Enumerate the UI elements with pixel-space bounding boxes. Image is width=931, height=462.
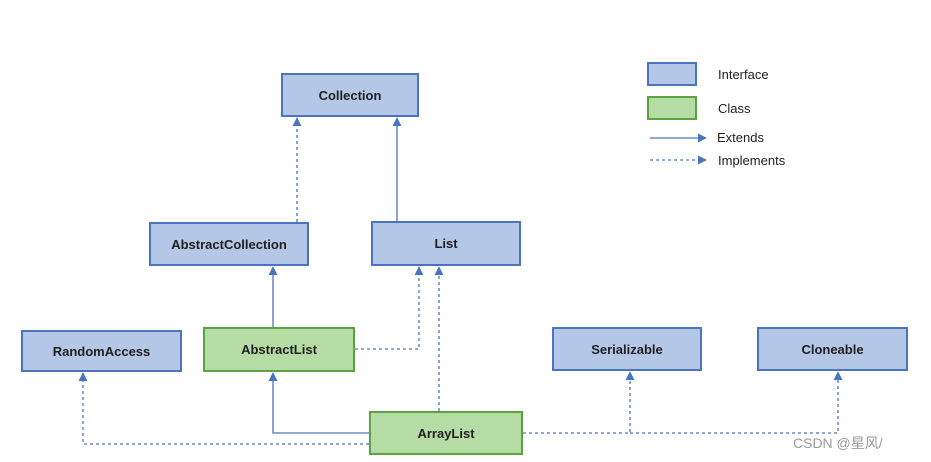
node-cloneable-label: Cloneable	[801, 341, 864, 357]
node-collection: Collection	[281, 73, 419, 117]
legend-extends-label: Extends	[717, 130, 764, 145]
edge-arraylist-serializable	[523, 371, 635, 434]
node-abstract-collection: AbstractCollection	[149, 222, 309, 266]
legend-interface-swatch	[647, 62, 697, 86]
node-serializable: Serializable	[552, 327, 702, 371]
edge-arraylist-cloneable	[630, 371, 843, 434]
watermark: CSDN @星风/	[793, 435, 883, 451]
node-abstract-collection-label: AbstractCollection	[171, 236, 287, 252]
node-random-access: RandomAccess	[21, 330, 182, 372]
edge-arraylist-abstractlist	[268, 372, 369, 434]
node-cloneable: Cloneable	[757, 327, 908, 371]
node-list-label: List	[434, 236, 458, 251]
node-list: List	[371, 221, 521, 266]
node-serializable-label: Serializable	[591, 341, 663, 357]
node-abstract-list-label: AbstractList	[241, 342, 317, 357]
node-random-access-label: RandomAccess	[52, 343, 151, 359]
legend-class-swatch	[647, 96, 697, 120]
node-array-list-label: ArrayList	[417, 425, 475, 441]
legend-class-label: Class	[718, 101, 751, 116]
legend-interface-label: Interface	[718, 67, 769, 82]
edge-abstractlist-list	[355, 266, 424, 350]
node-array-list: ArrayList	[369, 411, 523, 455]
node-abstract-list: AbstractList	[203, 327, 355, 372]
legend-implements-label: Implements	[718, 153, 786, 168]
node-collection-label: Collection	[318, 87, 382, 103]
